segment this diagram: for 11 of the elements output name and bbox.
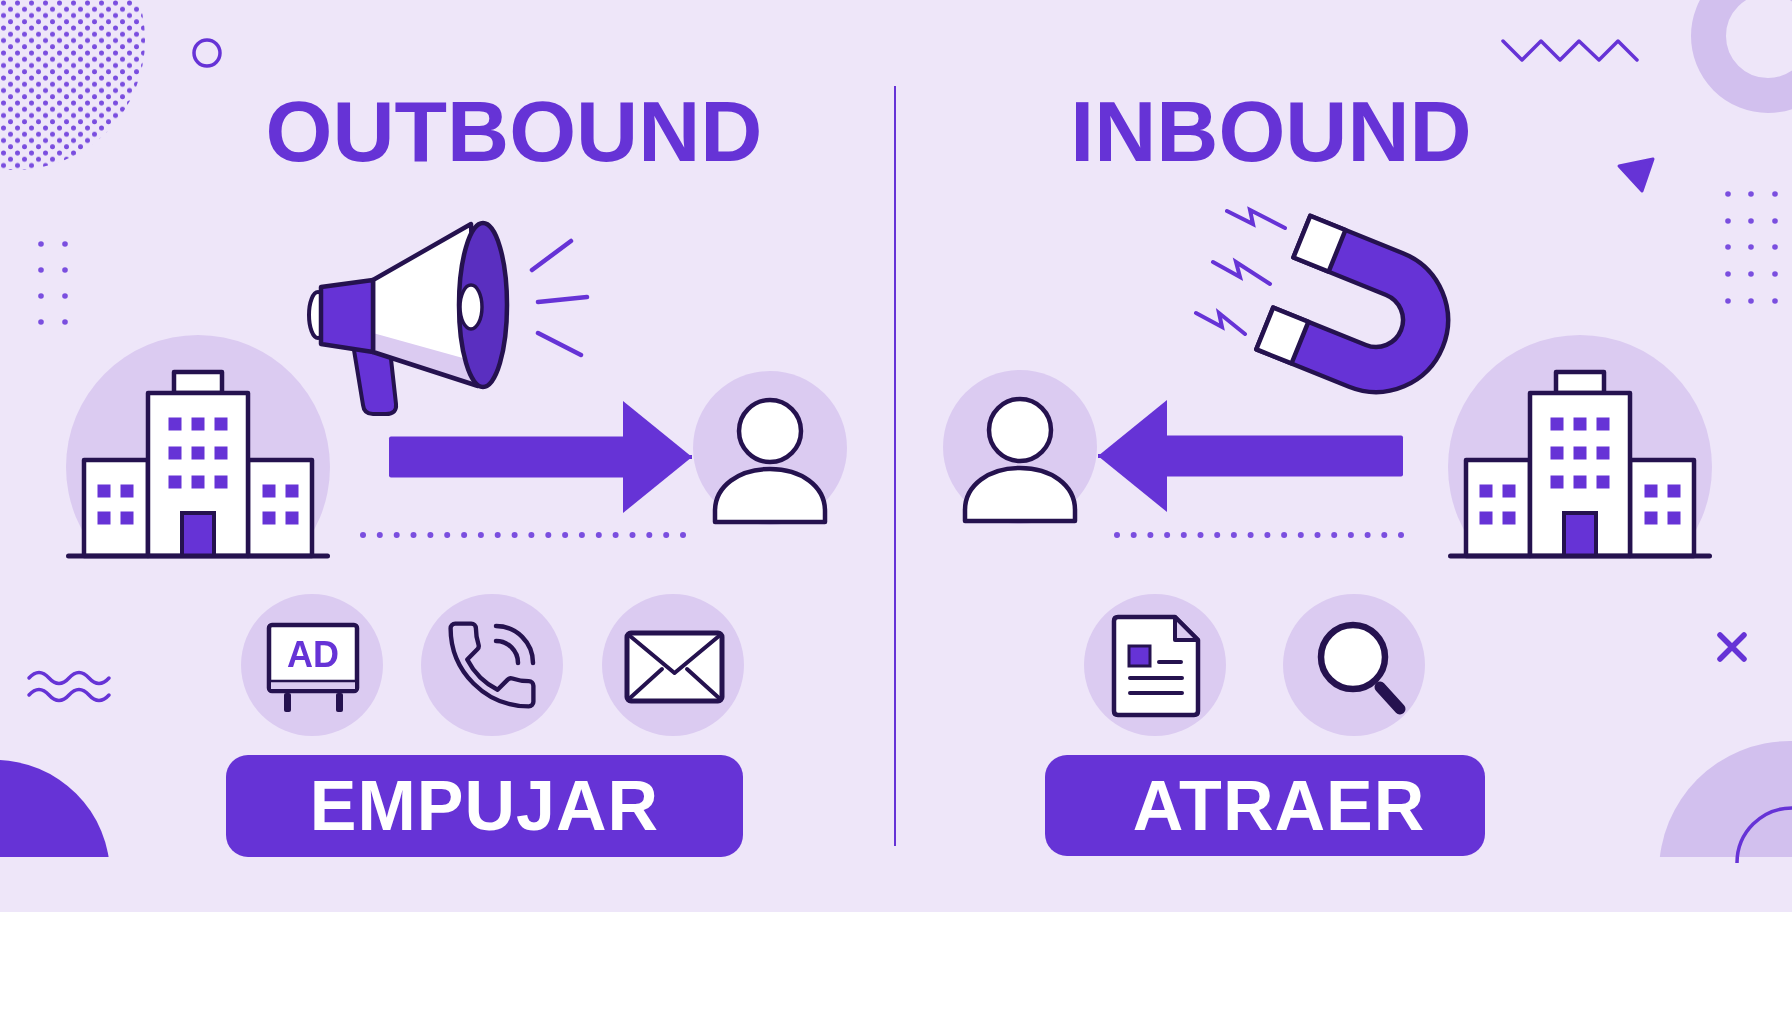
section-heading: OUTBOUND (265, 88, 763, 174)
person-icon (943, 370, 1097, 524)
banner (226, 755, 743, 857)
building-icon (66, 335, 330, 560)
banner-text: EMPUJAR (309, 771, 660, 841)
person-icon (693, 371, 847, 525)
banner-text: ATRAER (1132, 770, 1426, 841)
billboard-text: AD (287, 637, 339, 673)
banner (1045, 755, 1485, 856)
building-icon (1448, 335, 1712, 560)
section-heading: INBOUND (1070, 88, 1472, 174)
